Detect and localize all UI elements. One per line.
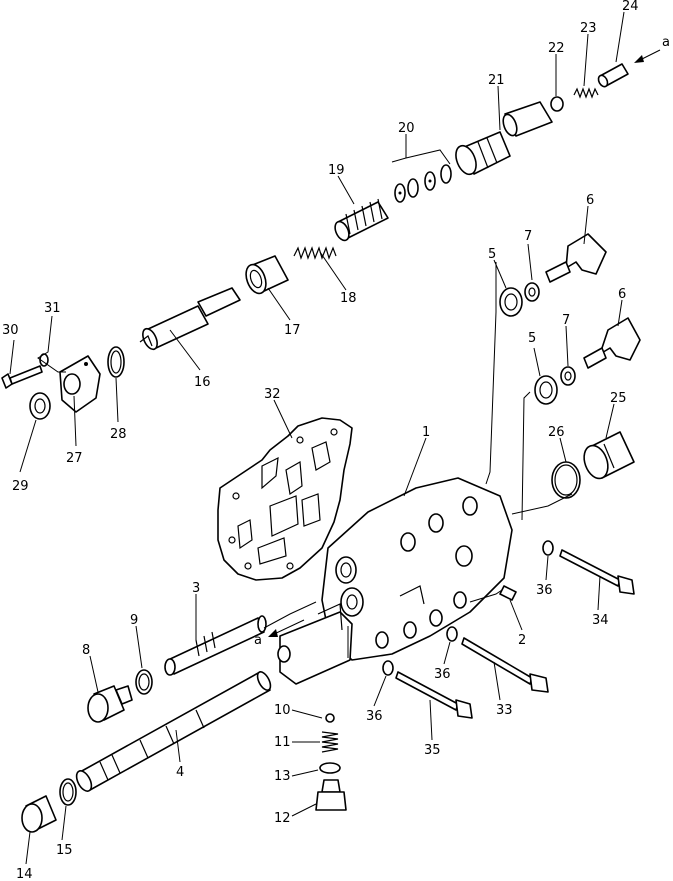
part-5-bearing-lower bbox=[534, 375, 558, 405]
callout-15: 15 bbox=[56, 843, 73, 858]
part-10-ball bbox=[325, 713, 335, 723]
callout-2: 2 bbox=[518, 633, 526, 648]
callout-11: 11 bbox=[274, 735, 291, 750]
callout-14: 14 bbox=[16, 867, 33, 881]
callout-31: 31 bbox=[44, 301, 61, 316]
callout-4: 4 bbox=[176, 765, 184, 780]
part-9-o-ring bbox=[135, 669, 153, 695]
callout-20: 20 bbox=[398, 121, 415, 136]
part-25-plug bbox=[583, 431, 635, 480]
part-18-spring bbox=[293, 246, 337, 260]
callout-27: 27 bbox=[66, 451, 83, 466]
part-7-nut-upper bbox=[524, 282, 540, 302]
callout-35: 35 bbox=[424, 743, 441, 758]
callout-10: 10 bbox=[274, 703, 291, 718]
callout-17: 17 bbox=[284, 323, 301, 338]
reference-arrow-a-mid bbox=[268, 619, 305, 637]
callout-5-upper: 5 bbox=[488, 247, 496, 262]
callout-24: 24 bbox=[622, 0, 639, 14]
part-21-piston bbox=[455, 131, 511, 176]
part-22-ball bbox=[550, 96, 564, 112]
part-20-shims bbox=[394, 164, 452, 203]
part-17-sleeve bbox=[245, 255, 289, 295]
callout-6-upper: 6 bbox=[586, 193, 594, 208]
callout-25: 25 bbox=[610, 391, 627, 406]
callout-9: 9 bbox=[130, 613, 138, 628]
part-35-bolt bbox=[395, 671, 473, 719]
callout-28: 28 bbox=[110, 427, 127, 442]
callout-29: 29 bbox=[12, 479, 29, 494]
part-33-bolt bbox=[461, 637, 549, 693]
callout-7-lower: 7 bbox=[562, 313, 570, 328]
part-15-o-ring bbox=[59, 778, 77, 806]
leader-lines bbox=[9, 11, 625, 865]
callout-5-lower: 5 bbox=[528, 331, 536, 346]
callout-12: 12 bbox=[274, 811, 291, 826]
part-30-bolt bbox=[1, 365, 43, 389]
callout-30: 30 bbox=[2, 323, 19, 338]
reference-arrow-a-top bbox=[634, 49, 661, 63]
part-24-plug bbox=[597, 63, 629, 88]
ref-mark-a-top: a bbox=[662, 35, 670, 50]
callout-33: 33 bbox=[496, 703, 513, 718]
callout-32: 32 bbox=[264, 387, 281, 402]
ref-mark-a-mid: a bbox=[254, 633, 262, 648]
part-34-bolt bbox=[559, 549, 635, 595]
part-5-bearing-upper bbox=[499, 287, 523, 317]
callout-13: 13 bbox=[274, 769, 291, 784]
part-36-washer-c bbox=[382, 660, 394, 676]
part-13-o-ring bbox=[319, 762, 341, 774]
part-14-plug bbox=[21, 795, 57, 833]
callout-26: 26 bbox=[548, 425, 565, 440]
part-6-bracket-upper bbox=[545, 233, 607, 283]
callout-19: 19 bbox=[328, 163, 345, 178]
part-19-spring bbox=[334, 198, 389, 242]
callout-18: 18 bbox=[340, 291, 357, 306]
part-28-o-ring bbox=[107, 346, 125, 378]
callout-23: 23 bbox=[580, 21, 597, 36]
part-3-spool bbox=[164, 615, 267, 676]
callout-1: 1 bbox=[422, 425, 430, 440]
callout-6-lower: 6 bbox=[618, 287, 626, 302]
callout-36-b: 36 bbox=[434, 667, 451, 682]
part-21-sleeve bbox=[502, 101, 553, 137]
callout-16: 16 bbox=[194, 375, 211, 390]
part-8-plug bbox=[87, 685, 133, 723]
part-12-plug bbox=[315, 779, 347, 811]
part-11-spring bbox=[321, 731, 339, 753]
part-36-washer-a bbox=[542, 540, 554, 556]
callout-22: 22 bbox=[548, 41, 565, 56]
part-29-seal bbox=[29, 392, 51, 420]
part-16-spool bbox=[139, 287, 241, 351]
part-32-gasket bbox=[217, 417, 353, 581]
part-27-cover bbox=[59, 355, 101, 413]
part-1-valve-body bbox=[277, 477, 513, 685]
part-4-spool bbox=[75, 671, 272, 792]
callout-34: 34 bbox=[592, 613, 609, 628]
part-26-o-ring bbox=[551, 461, 581, 499]
part-23-spring bbox=[573, 87, 599, 99]
part-36-washer-b bbox=[446, 626, 458, 642]
callout-36-c: 36 bbox=[366, 709, 383, 724]
callout-36-a: 36 bbox=[536, 583, 553, 598]
callout-7-upper: 7 bbox=[524, 229, 532, 244]
callout-3: 3 bbox=[192, 581, 200, 596]
callout-8: 8 bbox=[82, 643, 90, 658]
callout-21: 21 bbox=[488, 73, 505, 88]
part-7-nut-lower bbox=[560, 366, 576, 386]
part-6-bracket-lower bbox=[583, 317, 641, 369]
part-2-pin bbox=[499, 585, 517, 601]
